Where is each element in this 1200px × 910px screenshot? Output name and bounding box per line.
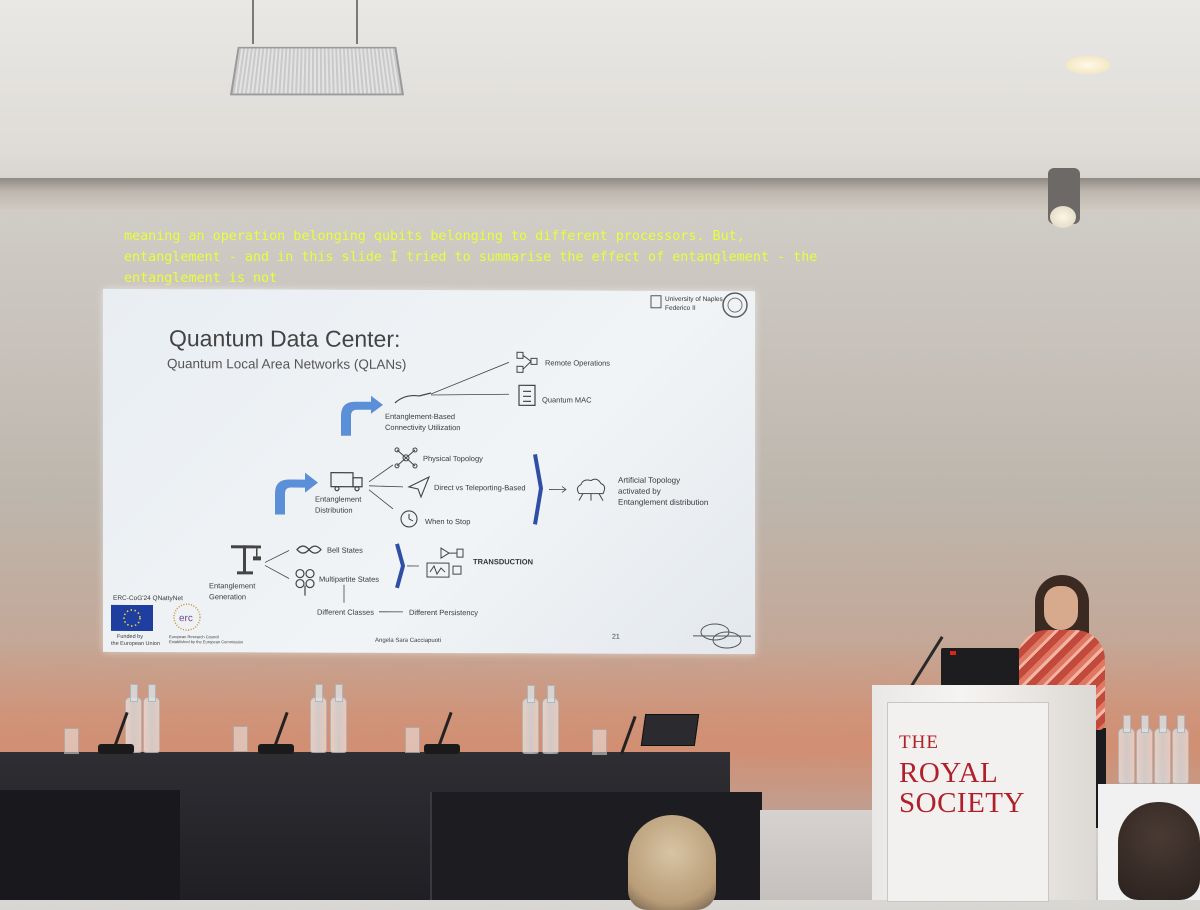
caption-line: entanglement is not — [124, 268, 764, 289]
label-multipartite-states: Multipartite States — [319, 575, 379, 584]
water-bottle — [1154, 728, 1171, 784]
ceiling-vent — [230, 47, 404, 96]
label-transduction: TRANSDUCTION — [473, 557, 533, 566]
connector-line — [369, 490, 393, 509]
connector-line — [369, 486, 403, 487]
slide-page-number: 21 — [612, 634, 620, 641]
spotlight — [1048, 168, 1080, 224]
label-artificial-topology-3: Entanglement distribution — [618, 498, 708, 507]
paper-plane-icon — [409, 477, 429, 497]
slide-author: Angela Sara Cacciapuoti — [375, 638, 441, 644]
crane-icon — [231, 545, 261, 574]
label-eb-connectivity-1: Entanglement-Based — [385, 412, 455, 421]
water-glass — [592, 729, 607, 755]
water-glass — [233, 726, 248, 752]
label-artificial-topology-1: Artificial Topology — [618, 476, 680, 485]
water-bottle — [310, 697, 327, 753]
logo-society: SOCIETY — [899, 788, 1025, 818]
water-bottle — [1136, 728, 1153, 784]
slide-subtitle: Quantum Local Area Networks (QLANs) — [167, 356, 406, 372]
water-glass — [64, 728, 79, 754]
arrow-icon — [341, 396, 383, 436]
slide-title: Quantum Data Center: — [169, 325, 400, 352]
label-ent-generation-2: Generation — [209, 592, 246, 601]
connector-line — [369, 465, 393, 482]
ceiling-band — [0, 178, 1200, 212]
brace-icon — [397, 544, 403, 588]
university-name-1: University of Naples — [665, 296, 724, 303]
slide-canvas: University of Naples Federico II Quantum… — [103, 289, 755, 654]
brace-icon — [535, 454, 541, 524]
water-bottle — [522, 698, 539, 754]
connector-line — [265, 550, 289, 562]
microphone-base — [424, 744, 460, 754]
erc-sub-2: Established by the European Commission — [169, 639, 243, 644]
group-logo-icon — [693, 624, 751, 648]
label-direct-vs-teleporting: Direct vs Teleporting-Based — [434, 483, 526, 492]
alarm-clock-icon — [401, 511, 417, 527]
water-bottle — [330, 697, 347, 753]
water-bottle — [1118, 728, 1135, 784]
water-bottle — [1172, 728, 1189, 784]
label-different-classes: Different Classes — [317, 608, 374, 617]
label-ent-distribution-2: Distribution — [315, 506, 353, 515]
water-bottle — [542, 698, 559, 754]
confidence-monitor — [641, 714, 699, 746]
label-artificial-topology-2: activated by — [618, 487, 661, 496]
hierarchy-icon — [517, 352, 537, 372]
label-ent-distribution-1: Entanglement — [315, 495, 362, 504]
label-different-persistency: Different Persistency — [409, 608, 478, 617]
label-bell-states: Bell States — [327, 546, 363, 555]
logo-royal: ROYAL — [899, 758, 1025, 788]
connector-line — [431, 394, 509, 395]
audience-head — [1118, 802, 1200, 900]
microphone-base — [98, 744, 134, 754]
projected-slide: University of Naples Federico II Quantum… — [103, 289, 755, 654]
microphone-base — [258, 744, 294, 754]
eu-funded-2: the European Union — [111, 641, 160, 647]
laptop-logo-icon — [950, 651, 956, 655]
network-topology-icon — [395, 448, 417, 468]
label-eb-connectivity-2: Connectivity Utilization — [385, 423, 460, 432]
caption-line: meaning an operation belonging qubits be… — [124, 226, 764, 247]
royal-society-logo: THE ROYAL SOCIETY — [899, 728, 1025, 818]
water-glass — [405, 727, 420, 753]
speaker-face — [1044, 586, 1078, 630]
erc-logo-text: erc — [179, 613, 193, 624]
arrow-icon — [275, 472, 318, 514]
label-ent-generation-1: Entanglement — [209, 581, 256, 590]
label-remote-operations: Remote Operations — [545, 358, 610, 367]
grant-label: ERC-CoG'24 QNattyNet — [113, 595, 183, 602]
water-bottle — [143, 697, 160, 753]
live-caption: meaning an operation belonging qubits be… — [124, 226, 764, 289]
caption-line: entanglement - and in this slide I tried… — [124, 247, 764, 268]
vent-wire — [252, 0, 254, 44]
table-front-left — [0, 790, 180, 900]
cloud-network-icon — [577, 479, 604, 501]
ceiling-light — [1066, 56, 1110, 74]
audience-head — [628, 815, 716, 910]
hand-icon — [395, 393, 431, 403]
label-quantum-mac: Quantum MAC — [542, 395, 592, 404]
label-when-to-stop: When to Stop — [425, 517, 470, 526]
transduction-circuit-icon — [427, 548, 463, 577]
eu-funded-1: Funded by — [117, 634, 143, 640]
eu-flag-icon — [111, 605, 153, 631]
vent-wire — [356, 0, 358, 44]
university-name-2: Federico II — [665, 305, 696, 312]
multipartite-knot-icon — [296, 570, 314, 596]
logo-the: THE — [899, 728, 1025, 758]
connector-line — [431, 362, 509, 394]
truck-icon — [331, 473, 362, 491]
label-physical-topology: Physical Topology — [423, 454, 483, 463]
clipboard-icon — [519, 385, 535, 405]
connector-line — [265, 565, 289, 578]
infinity-icon — [297, 546, 321, 553]
